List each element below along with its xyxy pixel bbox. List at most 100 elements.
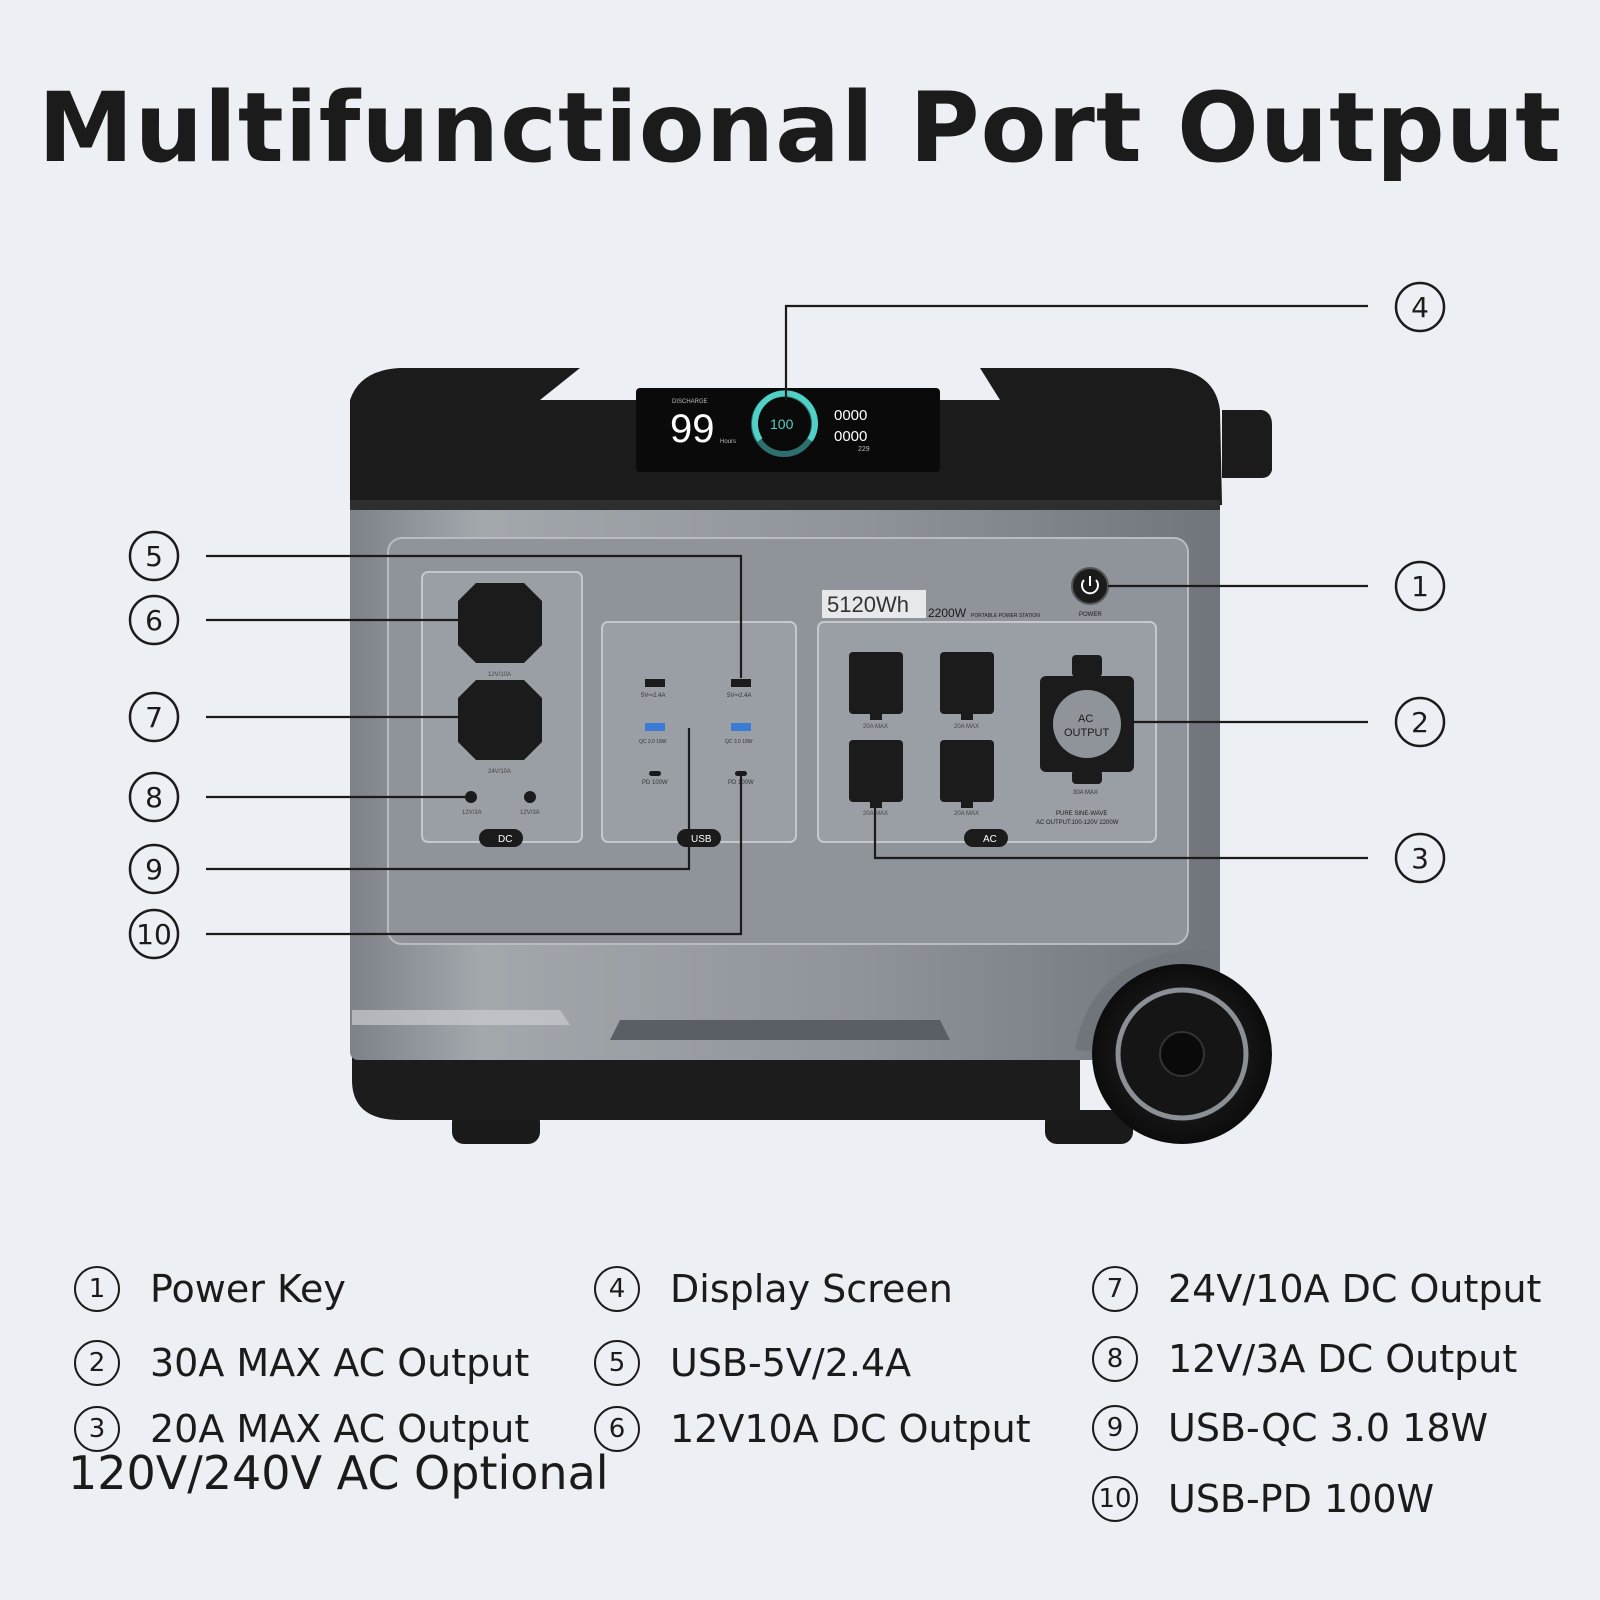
legend-label: 24V/10A DC Output [1168,1267,1542,1311]
dc-panel-label: DC [498,834,512,845]
legend-number: 2 [74,1340,120,1386]
legend-number: 5 [594,1340,640,1386]
ac-outlet-3[interactable] [849,740,903,808]
usb-a-left-label: 5V⎓2.4A [641,693,665,699]
legend-item-12v3a-dc: 8 12V/3A DC Output [1092,1336,1517,1382]
ac-big-outlet-line1: AC [1078,713,1093,725]
legend-label: USB-PD 100W [1168,1477,1435,1521]
leader-3 [873,806,1368,860]
legend-label: 12V10A DC Output [670,1407,1031,1451]
display-readout-small: 229 [858,446,870,453]
ac-spec-line2: AC OUTPUT:100-120V 2200W [1036,820,1119,826]
dc-barrel-left[interactable] [465,791,477,803]
usb-pd-left-label: PD 100W [642,780,668,786]
legend-item-30a-ac: 2 30A MAX AC Output [74,1340,529,1386]
legend-number: 3 [74,1406,120,1452]
legend-item-12v10a-dc: 6 12V10A DC Output [594,1406,1031,1452]
usb-a-right-label: 5V⎓2.4A [727,693,751,699]
callout-8: 8 [128,771,180,823]
ac-big-outlet-max: 30A MAX [1073,790,1098,796]
capacity-text: 5120Wh [827,592,909,617]
legend-label: 12V/3A DC Output [1168,1337,1518,1381]
legend-number: 6 [594,1406,640,1452]
svg-text:7: 7 [145,701,163,734]
dc-socket-top[interactable] [458,583,542,663]
svg-text:5: 5 [145,540,163,573]
legend-label: 30A MAX AC Output [150,1341,530,1385]
svg-text:6: 6 [145,604,163,637]
legend-label: 20A MAX AC Output [150,1407,530,1451]
legend-item-usb-5v: 5 USB-5V/2.4A [594,1340,911,1386]
display-readout-bottom: 0000 [834,428,867,445]
housing-trim [350,500,1220,510]
ac-big-outlet[interactable] [1053,690,1121,758]
body-lower-strip [610,1020,950,1040]
ac-outlet-4[interactable] [940,740,994,808]
usb-c-right[interactable] [735,771,747,776]
legend-item-24v10a-dc: 7 24V/10A DC Output [1092,1266,1541,1312]
power-key-label: POWER [1079,612,1102,618]
usb-qc-left-label: QC 3.0 18W [639,739,667,745]
legend-label: USB-QC 3.0 18W [1168,1406,1489,1450]
ac-panel-label: AC [983,834,997,845]
callout-5: 5 [128,530,180,582]
dc-barrel-left-label: 12V/3A [462,810,482,816]
display-hours-value: 99 [670,407,715,451]
capacity-badge [822,590,926,618]
callout-1: 1 [1394,560,1446,612]
legend-item-usb-qc: 9 USB-QC 3.0 18W [1092,1405,1488,1451]
legend-number: 8 [1092,1336,1138,1382]
legend-number: 7 [1092,1266,1138,1312]
legend-item-display-screen: 4 Display Screen [594,1266,953,1312]
device-subtitle: PORTABLE POWER STATION [971,613,1040,619]
ac-outlet-4-label: 20A MAX [954,811,979,817]
handle-extension [1222,410,1272,478]
leader-9 [206,728,691,871]
callout-4: 4 [1394,281,1446,333]
legend-number: 10 [1092,1476,1138,1522]
legend-item-usb-pd: 10 USB-PD 100W [1092,1476,1434,1522]
callout-7: 7 [128,691,180,743]
display-screen [636,388,940,472]
ac-big-outlet-line2: OUTPUT [1064,727,1110,739]
legend-item-power-key: 1 Power Key [74,1266,346,1312]
svg-text:2: 2 [1411,706,1429,739]
callout-10: 10 [128,908,180,960]
legend-number: 9 [1092,1405,1138,1451]
legend-item-20a-ac: 3 20A MAX AC Output [74,1406,529,1452]
ac-spec-line1: PURE SINE-WAVE [1056,811,1107,817]
svg-text:4: 4 [1411,291,1429,324]
leader-10 [206,776,743,936]
dc-socket-top-label: 12V/10A [488,672,511,678]
ac-big-outlet-latch-top [1072,655,1102,677]
power-rating: 2200W [928,606,967,620]
usb-a-right[interactable] [731,679,751,687]
callout-2: 2 [1394,696,1446,748]
usb-qc-right-label: QC 3.0 18W [725,739,753,745]
display-hours-unit: Hours [720,439,736,445]
usb-qc-right[interactable] [731,723,751,731]
ac-outlet-2-label: 20A MAX [954,724,979,730]
leader-4 [784,304,1368,400]
legend-label: Display Screen [670,1267,953,1311]
callout-6: 6 [128,594,180,646]
svg-text:8: 8 [145,781,163,814]
usb-panel-label: USB [691,834,712,845]
usb-a-left[interactable] [645,679,665,687]
svg-text:10: 10 [136,918,172,951]
usb-qc-left[interactable] [645,723,665,731]
body-rib [352,1010,570,1025]
ac-outlet-2[interactable] [940,652,994,720]
wheel-hub [1159,1031,1205,1077]
legend-number: 1 [74,1266,120,1312]
ac-outlet-1[interactable] [849,652,903,720]
ac-outlet-1-label: 20A MAX [863,724,888,730]
display-mode: DISCHARGE [672,399,708,405]
legend-number: 4 [594,1266,640,1312]
dc-socket-bottom[interactable] [458,680,542,760]
battery-percent: 100 [770,416,794,432]
dc-barrel-right[interactable] [524,791,536,803]
callout-3: 3 [1394,832,1446,884]
usb-c-left[interactable] [649,771,661,776]
legend-label: USB-5V/2.4A [670,1341,912,1385]
